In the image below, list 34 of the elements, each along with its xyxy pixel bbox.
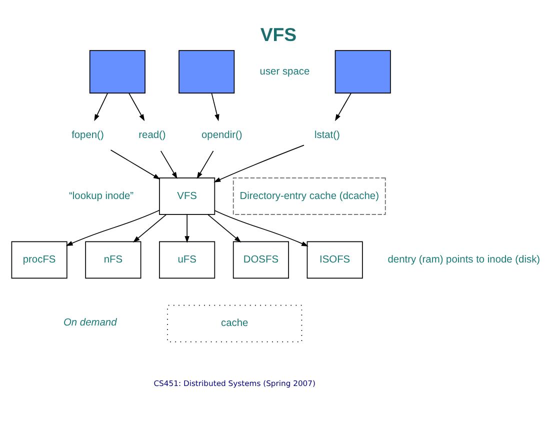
node-text: read() [138,130,166,141]
node-box [89,50,146,93]
arrow [94,92,108,121]
node-box: VFS [159,177,216,214]
node-text: lstat() [314,130,340,141]
arrow [335,92,352,121]
node-box: DOSFS [232,240,289,278]
arrow [66,209,160,246]
node-box: Directory-entry cache (dcache) [232,177,386,214]
node-box: uFS [159,240,216,278]
arrow [132,214,167,242]
arrow [214,144,304,182]
diagram-title: VFS [260,23,297,44]
node-text: fopen() [72,130,104,141]
node-box: nFS [85,240,142,278]
label: “lookup inode” [69,190,134,202]
node-box [178,50,235,93]
label: user space [260,66,310,77]
arrow [214,210,308,246]
node-box: procFS [11,240,68,278]
node-box: cache [167,304,302,342]
arrow [160,150,178,178]
arrow [196,150,214,178]
arrow [211,92,220,121]
arrow [184,214,190,242]
label: On demand [64,316,117,328]
arrow [208,214,242,242]
node-box [334,50,391,93]
label: dentry (ram) points to inode (disk) [388,254,540,266]
arrow [110,149,160,179]
label: CS451: Distributed Systems (Spring 2007) [154,378,316,388]
arrow [128,92,145,121]
node-box: ISOFS [306,240,363,278]
node-text: opendir() [202,130,242,141]
